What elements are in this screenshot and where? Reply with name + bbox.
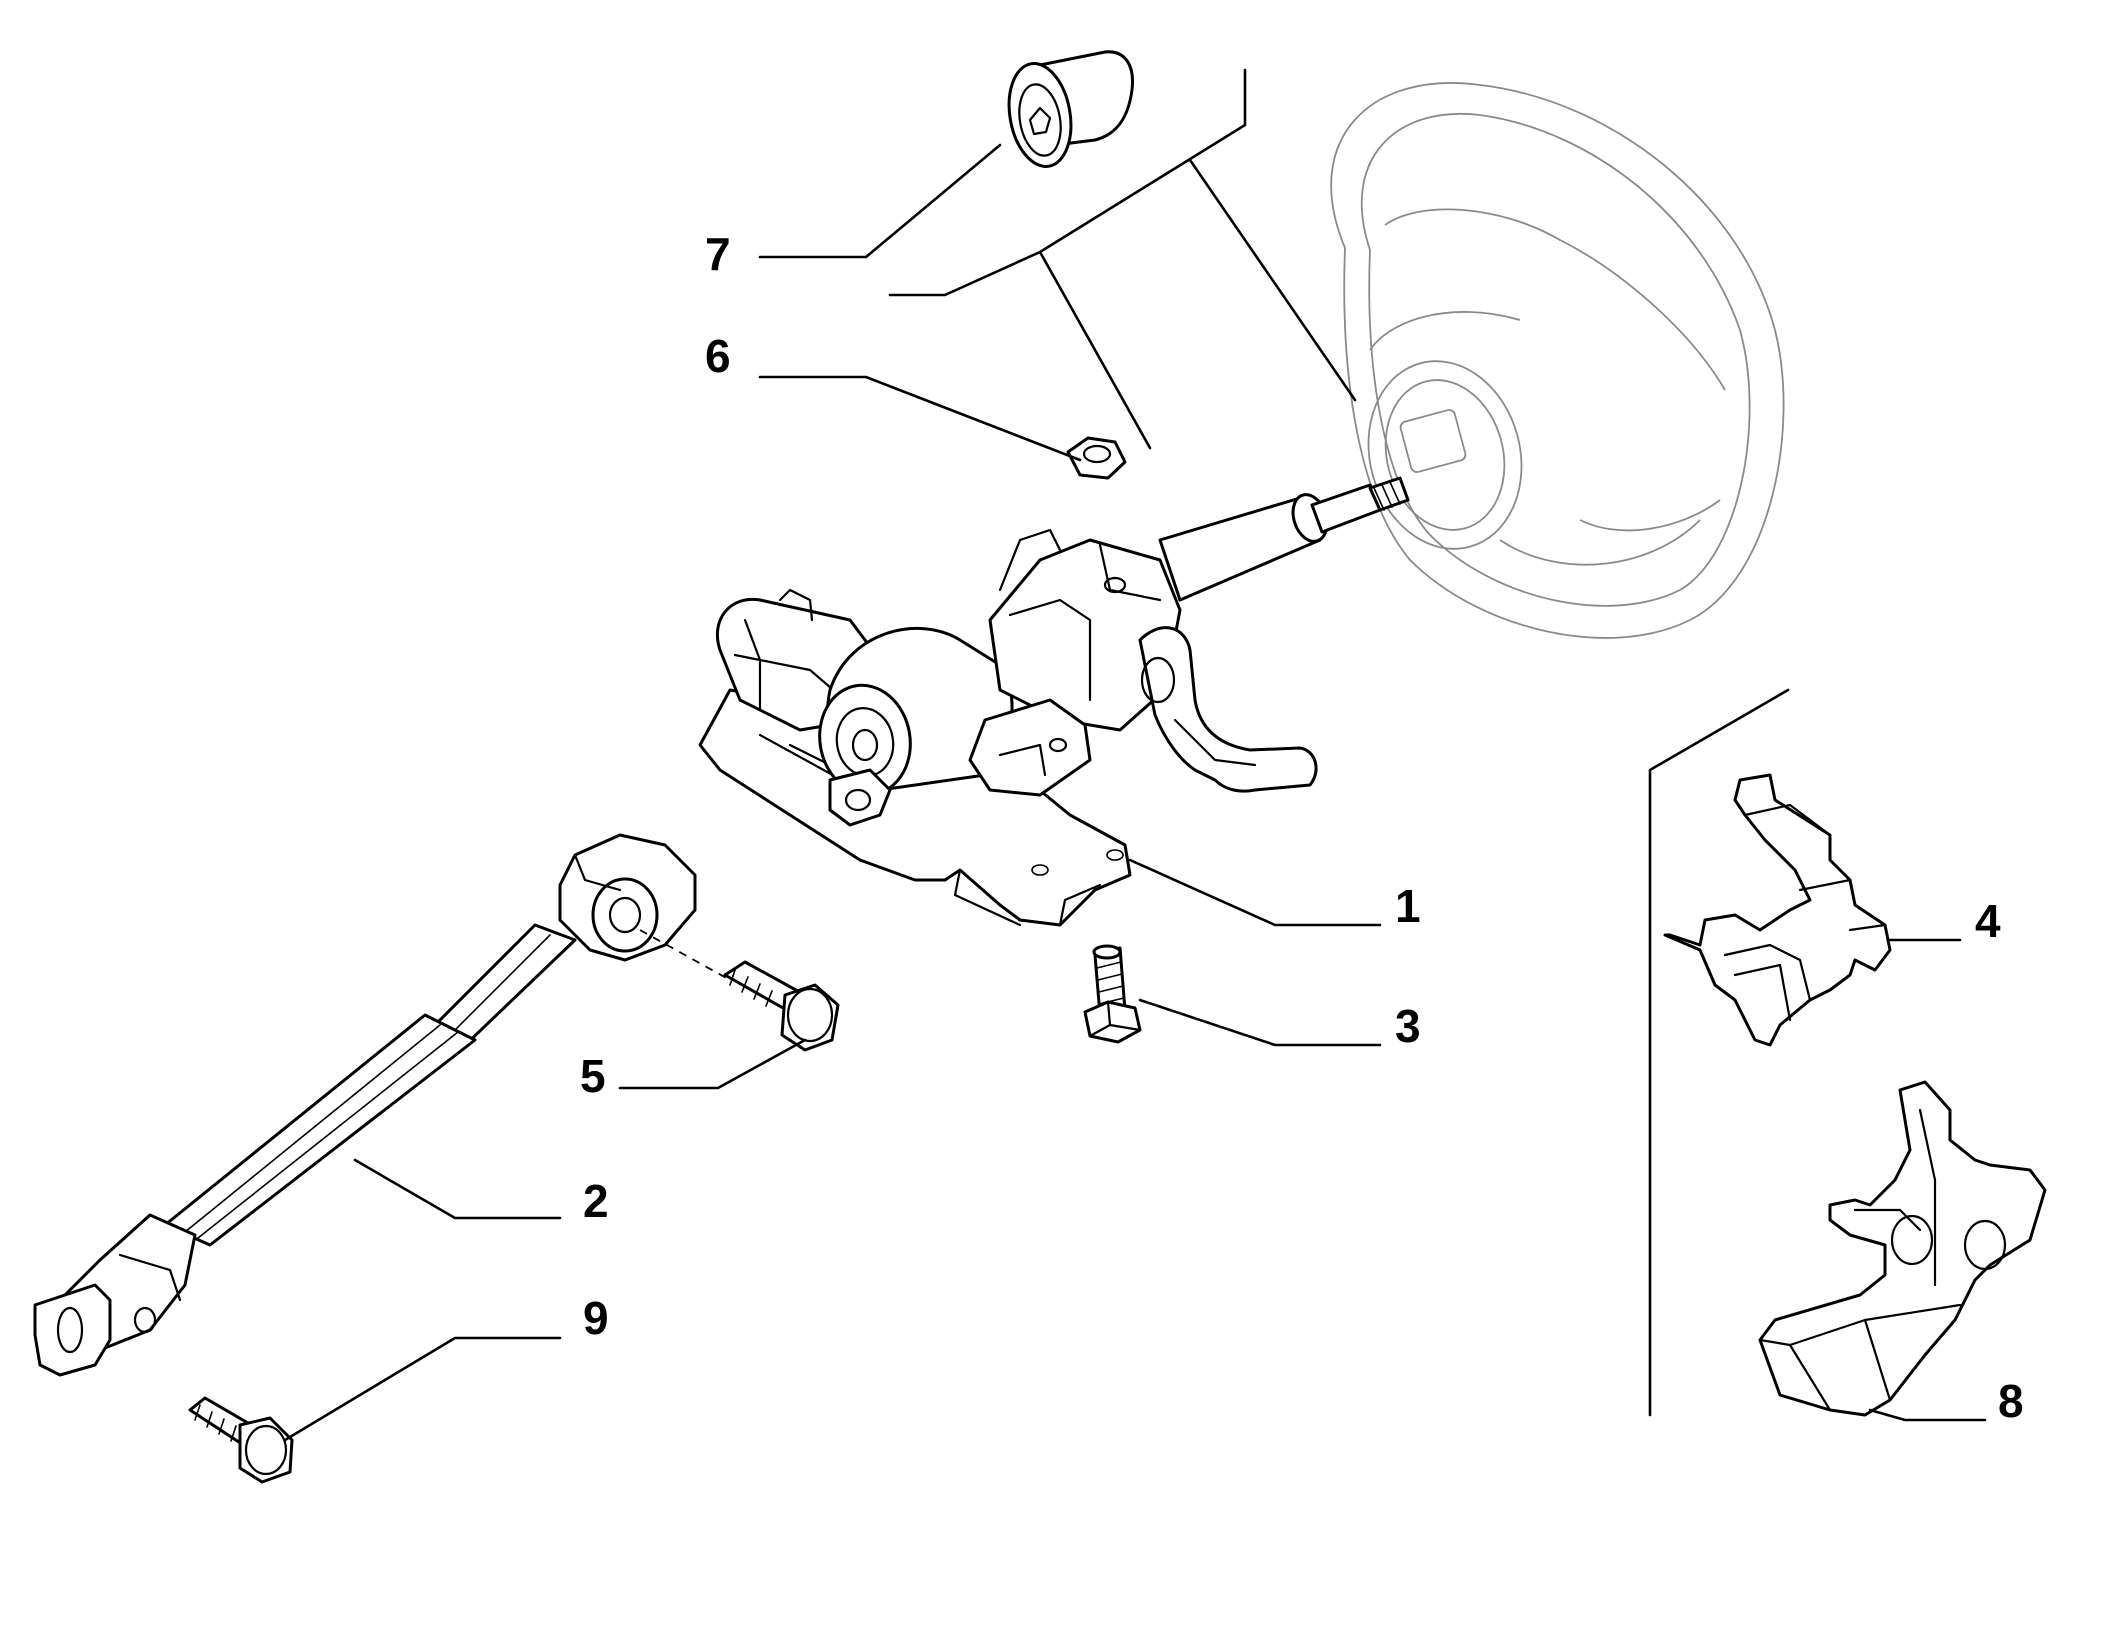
alignment-axis: [639, 929, 731, 981]
callout-6: 6: [705, 330, 731, 382]
callout-3: 3: [1395, 1000, 1421, 1052]
callout-4: 4: [1975, 895, 2001, 947]
torx-bolt-icon: [1007, 50, 1135, 168]
callout-2: 2: [583, 1175, 609, 1227]
intermediate-shaft-icon: [33, 833, 697, 1377]
leader-3: [1138, 998, 1382, 1047]
leader-9: [283, 1336, 562, 1442]
group-separator: [1648, 688, 1790, 1417]
steering-wheel-outline-icon: [1330, 82, 1785, 639]
callout-9: 9: [583, 1292, 609, 1344]
flange-bolt-lower-icon: [188, 1396, 294, 1484]
callout-5: 5: [580, 1050, 606, 1102]
leader-2: [353, 1158, 562, 1220]
hex-nut-icon: [1066, 436, 1127, 480]
callout-7: 7: [705, 228, 731, 280]
callout-1: 1: [1395, 880, 1421, 932]
callout-labels: 7 6 1 3 5 2 9 4 8: [580, 228, 2024, 1427]
leader-lines: [283, 68, 1987, 1442]
leader-7: [758, 143, 1002, 259]
flange-bolt-icon: [723, 960, 840, 1052]
cover-bracket-icon: [1758, 1080, 2047, 1417]
leader-1: [1128, 858, 1382, 927]
leader-6: [758, 375, 1082, 462]
leader-5: [618, 1038, 807, 1090]
leader-group-to-nut: [1038, 250, 1152, 450]
bracket-clip-icon: [1663, 773, 1892, 1047]
callout-8: 8: [1998, 1375, 2024, 1427]
hex-bolt-icon: [1083, 944, 1142, 1044]
leader-group-to-wheel: [1188, 158, 1357, 402]
leader-8: [1868, 1408, 1987, 1422]
steering-column-assembly-icon: [698, 476, 1410, 927]
